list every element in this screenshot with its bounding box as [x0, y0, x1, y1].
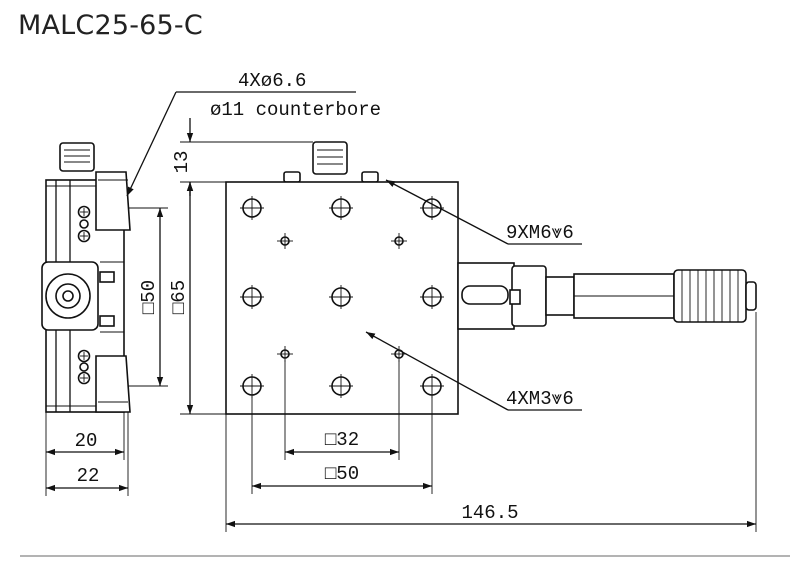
dimension-13: 13 — [171, 151, 193, 174]
dimension-32: □32 — [325, 429, 359, 451]
m3-hole-grid — [277, 233, 407, 362]
top-knob — [312, 141, 348, 175]
m3-callout: 4XM3⩔⁢6 — [506, 388, 574, 410]
dimension-bottom-50: □50 — [325, 463, 359, 485]
m6-callout: 9XM6⩔⁢6 — [506, 222, 574, 244]
side-view — [41, 142, 131, 413]
dimension-146-5: 146.5 — [461, 502, 518, 524]
counterbore-callout: ø11 counterbore — [210, 99, 381, 121]
side-lower-clamp — [95, 355, 131, 413]
dimension-side-50: □50 — [138, 280, 160, 314]
dimension-22: 22 — [77, 465, 100, 487]
dimension-20: 20 — [75, 430, 98, 452]
side-upper-clamp — [95, 171, 131, 231]
dimension-65: □65 — [168, 280, 190, 314]
mount-hole-callout: 4Xø6.6 — [238, 70, 306, 92]
drawing-title: MALC25-65-C — [18, 10, 203, 41]
side-top-knob — [59, 142, 95, 172]
micrometer — [457, 262, 757, 330]
top-view — [225, 141, 757, 415]
m6-hole-grid — [240, 196, 444, 398]
mount-hole-leader — [126, 91, 177, 197]
